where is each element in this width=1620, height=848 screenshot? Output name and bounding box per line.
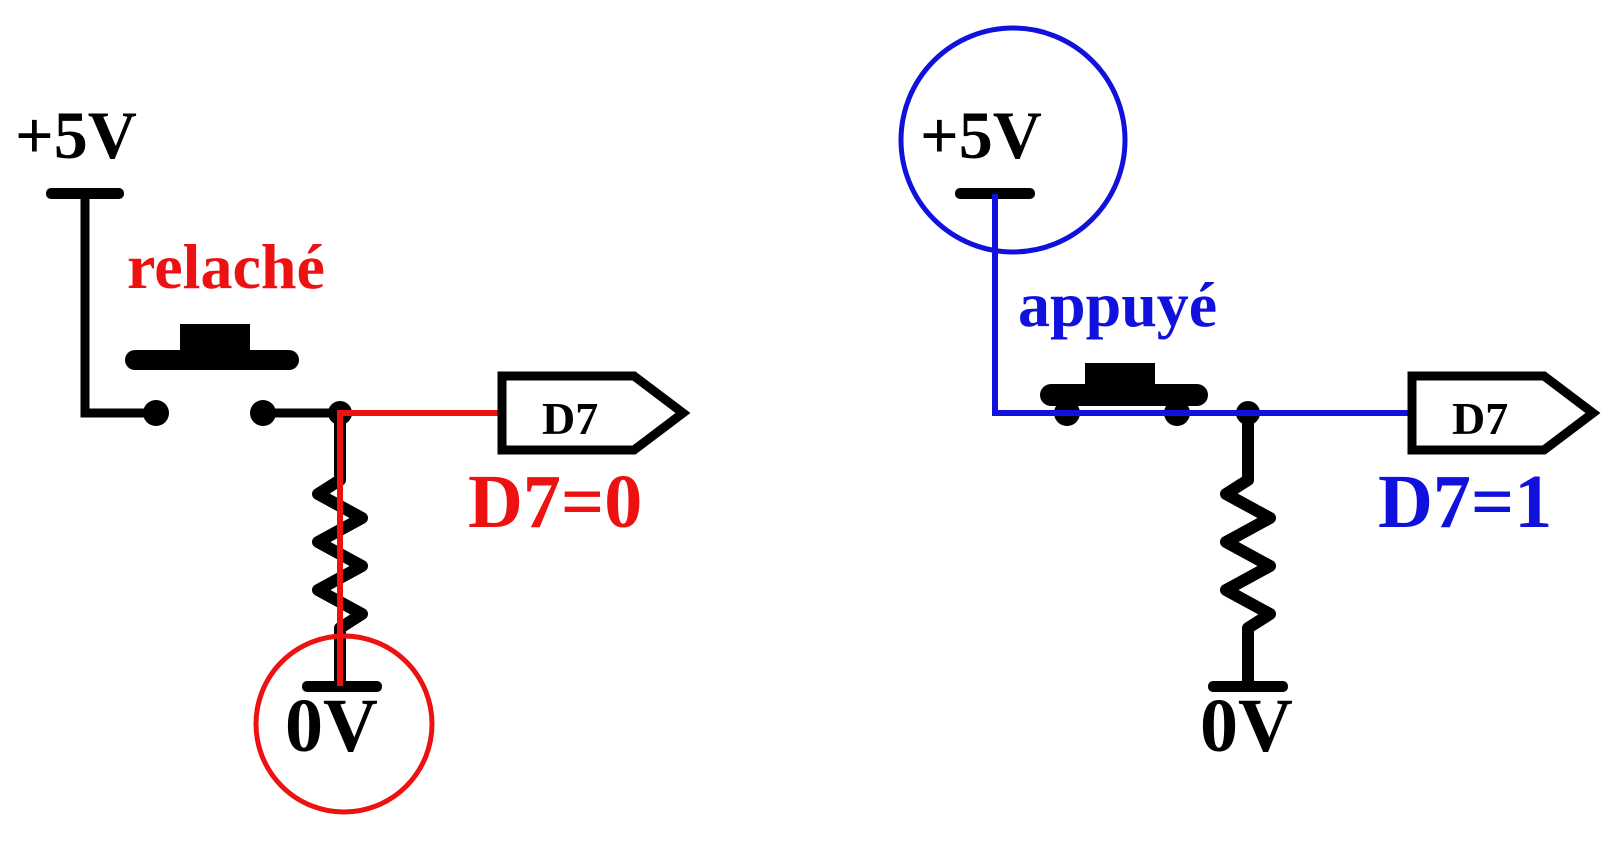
left-output-tag: D7 <box>497 371 691 455</box>
left-state-label: relaché <box>127 231 325 302</box>
right-signal-path <box>992 194 1420 416</box>
right-output-tag: D7 <box>1407 371 1601 455</box>
left-supply-label: +5V <box>15 97 137 173</box>
right-circuit: +5V appuyé D7 D7=1 0V <box>898 25 1601 768</box>
left-signal-path <box>337 410 505 686</box>
right-state-label: appuyé <box>1018 269 1217 340</box>
right-output-value: D7=1 <box>1378 460 1552 544</box>
left-circuit: +5V relaché D7 D7=0 0V <box>15 97 691 815</box>
right-supply-highlight-ring <box>898 25 1128 255</box>
right-ground-label: 0V <box>1200 684 1293 768</box>
left-output-tag-label: D7 <box>542 393 598 444</box>
left-switch-button <box>125 324 299 370</box>
left-output-value: D7=0 <box>468 460 642 544</box>
right-output-tag-label: D7 <box>1452 393 1508 444</box>
left-supply-rail <box>46 188 124 199</box>
left-ground-label: 0V <box>285 684 378 768</box>
left-switch-contact-a <box>143 400 169 426</box>
right-ground-rail <box>1208 681 1288 692</box>
right-pulldown-resistor <box>1220 413 1276 685</box>
left-supply-wire <box>80 194 155 418</box>
left-ground-highlight-ring <box>253 633 435 815</box>
right-supply-rail <box>955 188 1035 199</box>
left-ground-rail <box>302 681 382 692</box>
right-switch-button <box>1040 363 1208 406</box>
right-supply-label: +5V <box>920 97 1042 173</box>
